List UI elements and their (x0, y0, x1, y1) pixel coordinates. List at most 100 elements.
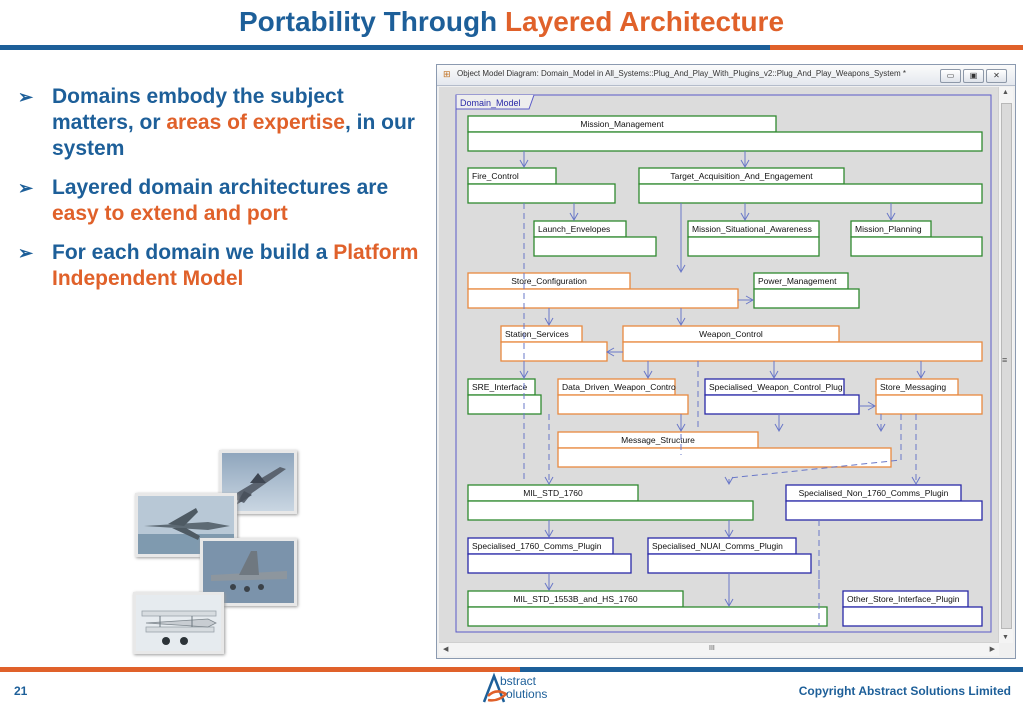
bottom-accent-bar (0, 667, 1023, 672)
bullet-highlight: easy to extend and port (52, 202, 288, 225)
dependency-line (728, 414, 902, 484)
domain-body-box (850, 236, 983, 257)
domain-body-box (687, 236, 820, 257)
domain-body-box (467, 500, 754, 521)
slide-title-part2: Layered Architecture (504, 6, 785, 37)
bullet-text: For each domain we build a (52, 241, 334, 264)
object-model-window[interactable]: ⊞ Object Model Diagram: Domain_Model in … (436, 64, 1016, 659)
domain-fire-control[interactable]: Fire_Control (467, 167, 616, 204)
dependency-arrowhead (745, 295, 755, 305)
domain-label: Weapon_Control (699, 329, 763, 339)
page-number: 21 (14, 684, 28, 698)
domain-label: MIL_STD_1760 (523, 488, 583, 498)
dependency-arrowhead (544, 529, 554, 539)
domain-mil-std-1760[interactable]: MIL_STD_1760 (467, 484, 754, 521)
scroll-grip-icon: ≡ (1002, 355, 1008, 365)
bullet-arrow-icon: ➢ (18, 178, 34, 198)
domain-label: Mission_Management (580, 119, 664, 129)
domain-weapon-control[interactable]: Weapon_Control (622, 325, 983, 362)
bullet-text: , in our system (52, 111, 415, 160)
domain-label: Mission_Situational_Awareness (692, 224, 812, 234)
domain-body-box (875, 394, 983, 415)
domain-store-messaging[interactable]: Store_Messaging (875, 378, 983, 415)
domain-body-box (500, 341, 608, 362)
close-button[interactable]: ✕ (986, 69, 1007, 83)
domain-label: Power_Management (758, 276, 837, 286)
scroll-up-icon[interactable]: ▲ (1002, 89, 1009, 96)
domain-label: Data_Driven_Weapon_Contro (562, 382, 676, 392)
dependency-arrowhead (724, 476, 734, 486)
dependency-arrowhead (876, 423, 886, 433)
domain-mission-management[interactable]: Mission_Management (467, 115, 983, 152)
domain-message-structure[interactable]: Message_Structure (557, 431, 892, 468)
domain-diagram[interactable]: Domain_ModelMission_ManagementFire_Contr… (439, 87, 999, 643)
domain-label: Specialised_1760_Comms_Plugin (472, 541, 602, 551)
domain-label: Target_Acquisition_And_Engagement (670, 171, 813, 181)
domain-launch-envelopes[interactable]: Launch_Envelopes (533, 220, 657, 257)
package-frame (455, 94, 992, 633)
domain-station-services[interactable]: Station_Services (500, 325, 608, 362)
dependency-arrowhead (886, 212, 896, 222)
jet-fighter-photo (219, 450, 297, 514)
dependency-arrowhead (643, 370, 653, 380)
diagram-icon: ⊞ (443, 69, 451, 79)
domain-specialised-1760-comms-plugin[interactable]: Specialised_1760_Comms_Plugin (467, 537, 632, 574)
dependency-arrowhead (724, 529, 734, 539)
dependency-arrowhead (544, 317, 554, 327)
scroll-grip-text: III (709, 645, 715, 652)
horizontal-scrollbar[interactable]: ◀ III ▶ (439, 642, 999, 656)
domain-label: Station_Services (505, 329, 569, 339)
domain-mil-std-1553b-and-hs-1760[interactable]: MIL_STD_1553B_and_HS_1760 (467, 590, 828, 627)
bullet-item: ➢Domains embody the subject matters, or … (18, 84, 423, 162)
domain-other-store-interface-plugin[interactable]: Other_Store_Interface_Plugin (842, 590, 983, 627)
domain-body-box (622, 341, 983, 362)
domain-specialised-nuai-comms-plugin[interactable]: Specialised_NUAI_Comms_Plugin (647, 537, 812, 574)
domain-mission-situational-awareness[interactable]: Mission_Situational_Awareness (687, 220, 820, 257)
domain-specialised-weapon-control-plug[interactable]: Specialised_Weapon_Control_Plug (704, 378, 860, 415)
dependency-arrowhead (544, 582, 554, 592)
top-accent-bar (0, 45, 1023, 50)
domain-body-box (557, 447, 892, 468)
dependency-arrowhead (676, 423, 686, 433)
domain-data-driven-weapon-contro[interactable]: Data_Driven_Weapon_Contro (557, 378, 689, 415)
domain-target-acquisition-and-engagement[interactable]: Target_Acquisition_And_Engagement (638, 167, 983, 204)
dependency-arrowhead (740, 212, 750, 222)
domain-label: Launch_Envelopes (538, 224, 610, 234)
bullet-arrow-icon: ➢ (18, 243, 34, 263)
domain-power-management[interactable]: Power_Management (753, 272, 860, 309)
package-tab-label: Domain_Model (460, 98, 521, 108)
domain-specialised-non-1760-comms-plugin[interactable]: Specialised_Non_1760_Comms_Plugin (785, 484, 983, 521)
minimize-button[interactable]: ▭ (940, 69, 961, 83)
bullet-text: Layered domain architectures are (52, 176, 389, 199)
logo-line1: bstract (500, 674, 537, 688)
dependency-arrowhead (916, 370, 926, 380)
scroll-left-icon[interactable]: ◀ (443, 646, 449, 653)
domain-body-box (467, 553, 632, 574)
scroll-right-icon[interactable]: ▶ (989, 646, 995, 653)
domain-sre-interface[interactable]: SRE_Interface (467, 378, 542, 415)
domain-body-box (557, 394, 689, 415)
domain-label: Mission_Planning (855, 224, 922, 234)
dependency-arrowhead (724, 598, 734, 608)
domain-body-box (753, 288, 860, 309)
maximize-button[interactable]: ▣ (963, 69, 984, 83)
window-title-bar[interactable]: ⊞ Object Model Diagram: Domain_Model in … (437, 65, 1015, 86)
domain-mission-planning[interactable]: Mission_Planning (850, 220, 983, 257)
bullet-highlight: areas of expertise (166, 111, 345, 134)
bullet-item: ➢For each domain we build a Platform Ind… (18, 240, 423, 292)
slide-title-part1: Portability Through (238, 6, 505, 37)
domain-store-configuration[interactable]: Store_Configuration (467, 272, 739, 309)
slide-title: Portability Through Layered Architecture (0, 6, 1023, 38)
vertical-scrollbar[interactable]: ▲ ≡ ▼ (998, 87, 1013, 643)
dependency-arrowhead (740, 159, 750, 169)
abstract-solutions-logo: bstract olutions (478, 672, 568, 706)
vertical-scroll-thumb[interactable] (1001, 103, 1012, 629)
domain-label: SRE_Interface (472, 382, 528, 392)
dependency-arrowhead (605, 347, 615, 357)
domain-body-box (842, 606, 983, 627)
scroll-down-icon[interactable]: ▼ (1002, 634, 1009, 641)
domain-body-box (467, 131, 983, 152)
domain-body-box (467, 394, 542, 415)
domain-label: Store_Messaging (880, 382, 946, 392)
